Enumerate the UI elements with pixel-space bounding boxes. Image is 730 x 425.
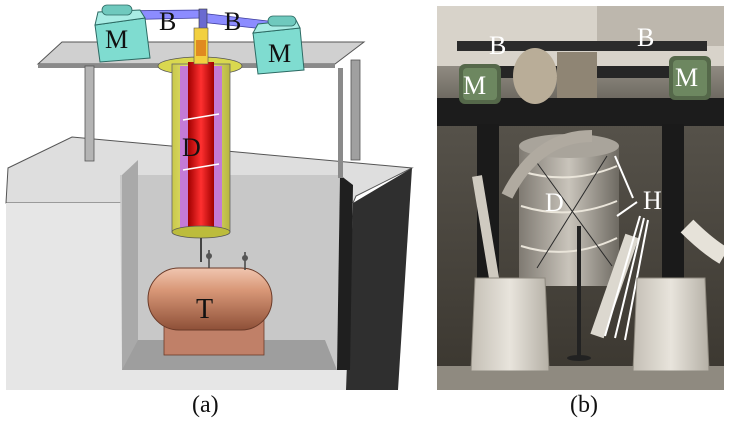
photo-pipes (472, 130, 724, 361)
panel-b-photo: B B M M D H (437, 6, 724, 390)
photo-label-motor-right: M (675, 63, 698, 92)
motor-left (94, 4, 151, 63)
heater-pointer-lines (604, 155, 649, 341)
schematic-drawing: M M B B D T (5, 4, 414, 390)
label-motor-right: M (268, 39, 291, 68)
caption-a: (a) (192, 392, 219, 418)
label-belt-right: B (224, 7, 241, 36)
photo-label-drum: D (545, 188, 564, 217)
photo-motor-right (669, 56, 711, 100)
caption-b: (b) (570, 392, 598, 418)
photo-gearbox (513, 48, 597, 104)
photo-label-heater: H (643, 186, 662, 215)
tank (147, 250, 273, 356)
photo-label-belt-left: B (489, 31, 506, 60)
photo-motor-left (459, 64, 501, 104)
drum-cutaway (157, 27, 243, 262)
photo-label-belt-right: B (637, 23, 654, 52)
photo-pedestals (470, 277, 710, 372)
label-tank: T (196, 294, 213, 325)
panel-a-schematic: M M B B D T (5, 4, 414, 390)
motor-right (252, 15, 305, 75)
label-drum: D (182, 133, 201, 162)
label-belt-left: B (159, 7, 176, 36)
photo-label-motor-left: M (463, 71, 486, 100)
label-motor-left: M (105, 25, 128, 54)
photo-drawing: B B M M D H (437, 6, 724, 390)
